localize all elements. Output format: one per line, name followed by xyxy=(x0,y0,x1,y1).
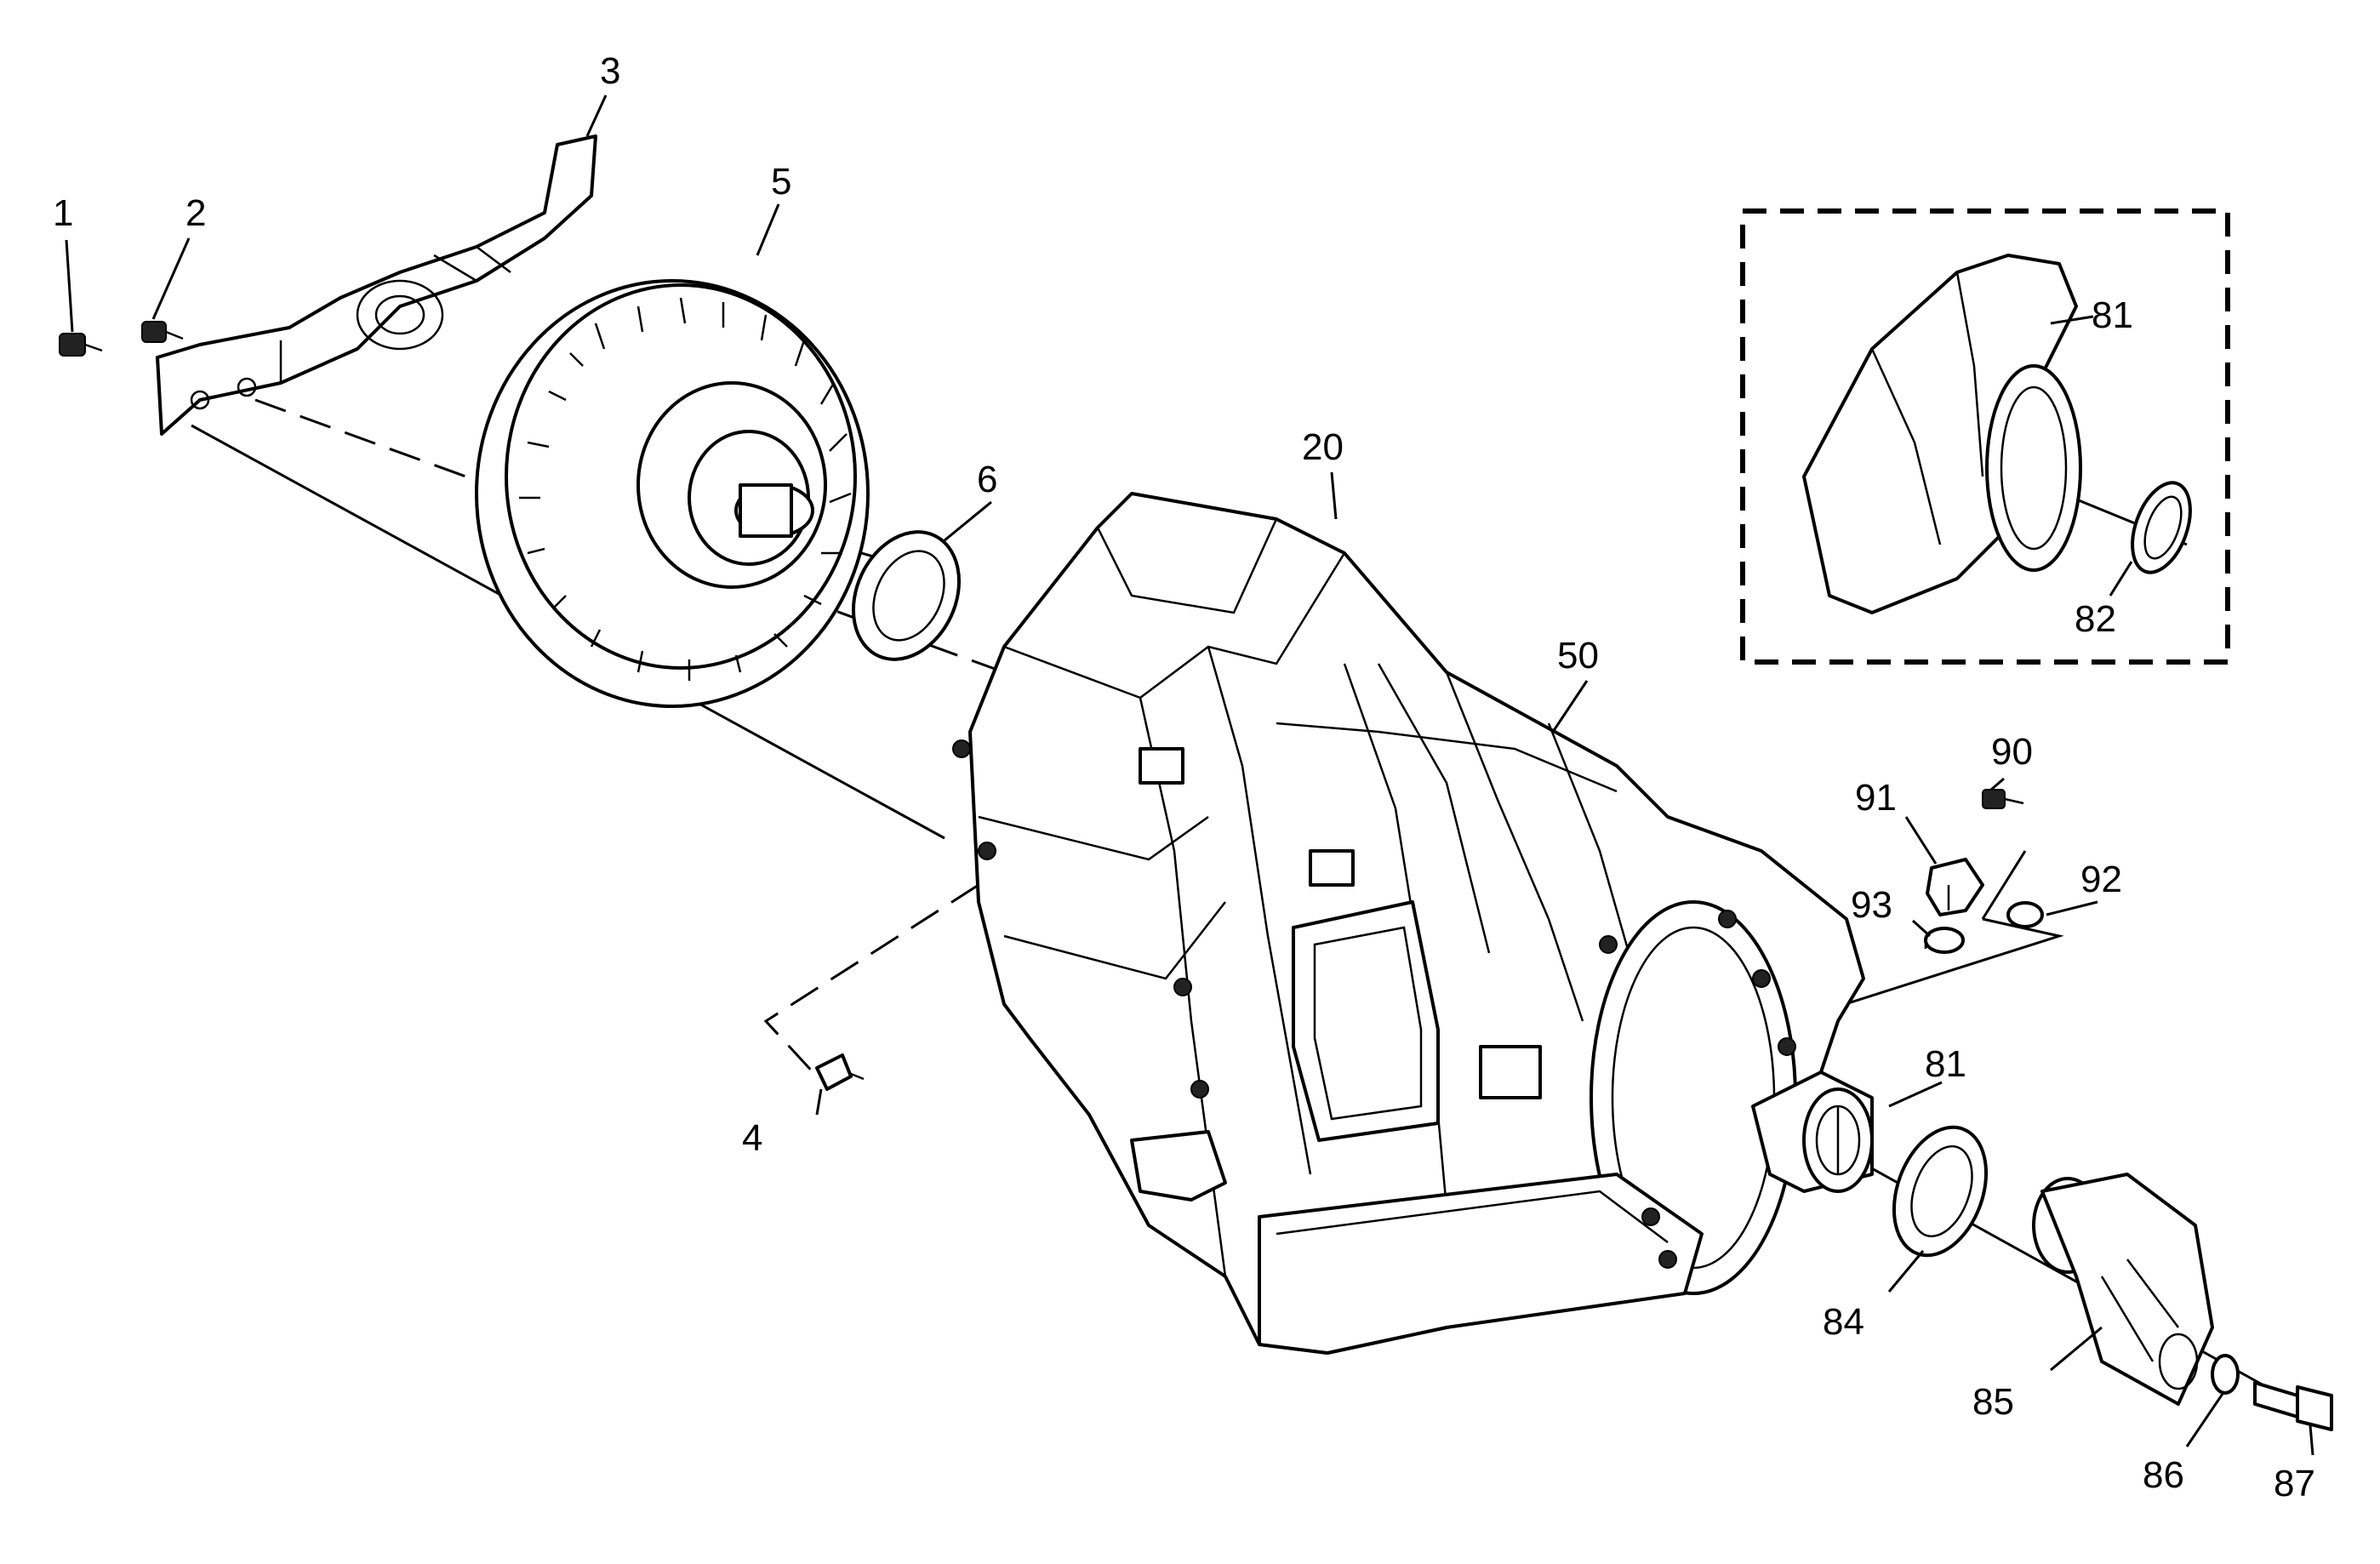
seal-6-part xyxy=(851,530,962,661)
seal-84-part xyxy=(1892,1125,1989,1258)
bolt-90-part xyxy=(1982,789,2024,809)
yoke-85-part xyxy=(2032,1173,2214,1406)
sensor-91-part xyxy=(1926,858,1984,916)
callout-91: 91 xyxy=(1855,777,1897,819)
callout-labels: 1 2 3 5 6 20 50 4 81 82 81 84 85 86 87 9… xyxy=(53,50,2315,1504)
converter-fin-pattern xyxy=(519,297,852,681)
callout-84: 84 xyxy=(1823,1301,1864,1343)
bolt-87-part xyxy=(2253,1381,2333,1431)
callout-3: 3 xyxy=(600,50,620,92)
callout-50: 50 xyxy=(1557,635,1599,676)
callout-1: 1 xyxy=(53,192,73,234)
alternate-extension-inset xyxy=(1740,208,2230,665)
callout-81-main: 81 xyxy=(1925,1043,1966,1085)
callout-92: 92 xyxy=(2080,859,2122,900)
o-ring-92-part xyxy=(2006,901,2044,928)
seal-93-part xyxy=(1924,927,1965,954)
callout-82: 82 xyxy=(2075,598,2116,640)
callout-85: 85 xyxy=(1972,1381,2014,1423)
callout-87: 87 xyxy=(2274,1463,2315,1504)
torque-converter-part xyxy=(475,279,870,708)
callout-20: 20 xyxy=(1302,426,1344,468)
callout-86: 86 xyxy=(2143,1454,2184,1496)
bracket-part xyxy=(156,134,597,436)
callout-90: 90 xyxy=(1991,731,2033,773)
washer-86-part xyxy=(2211,1354,2240,1395)
callout-81-inset: 81 xyxy=(2092,294,2133,336)
callout-leaders xyxy=(65,94,2314,1456)
callout-6: 6 xyxy=(977,459,997,500)
bolt-2-part xyxy=(141,321,184,343)
plug-4-part xyxy=(815,1053,865,1091)
bolt-1-part xyxy=(59,333,103,357)
transmission-housing-part xyxy=(952,492,1874,1355)
callout-2: 2 xyxy=(185,192,206,234)
callout-4: 4 xyxy=(742,1117,762,1159)
callout-93: 93 xyxy=(1851,884,1892,926)
callout-5: 5 xyxy=(771,161,791,203)
